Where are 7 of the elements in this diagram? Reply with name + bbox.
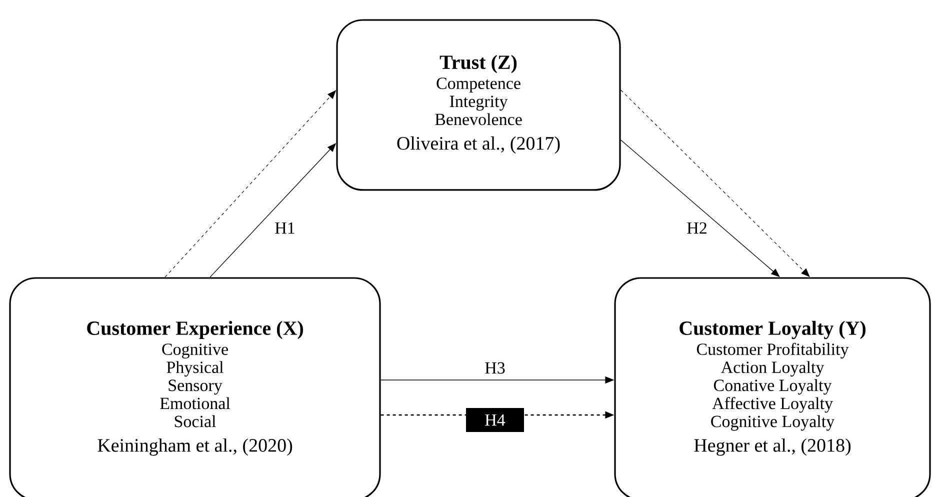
edge-label: H3 <box>484 361 506 375</box>
concept-box: Customer Loyalty (Y) Customer Profitability Action Loyalty Conative Loyalty Affective Loyalty Cognitive Loyalty Hegner et al., (2018) <box>614 277 931 497</box>
concept-box: Trust (Z) Competence Integrity Benevolence Oliveira et al., (2017) <box>336 19 621 191</box>
edge-label: H2 <box>686 221 708 235</box>
edge-label: H1 <box>274 221 296 235</box>
edge-label: H4 <box>466 408 524 432</box>
concept-box: Customer Experience (X) Cognitive Physical Sensory Emotional Social Keiningham et al., (2020) <box>9 277 381 497</box>
